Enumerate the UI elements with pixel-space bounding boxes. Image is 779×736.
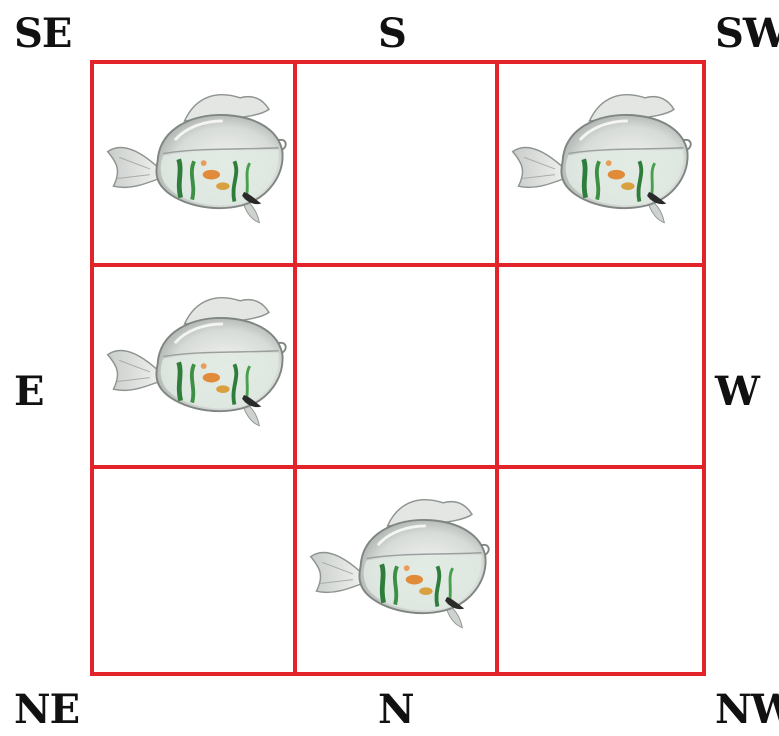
grid-cell-r2-c2 xyxy=(297,267,500,470)
position-grid xyxy=(90,60,706,676)
direction-label-se: SE xyxy=(14,14,71,54)
direction-label-w: W xyxy=(715,372,759,412)
grid-cell-r3-c3 xyxy=(499,469,702,672)
grid-cell-r3-c2 xyxy=(297,469,500,672)
grid-cell-r2-c1 xyxy=(94,267,297,470)
grid-cell-r1-c3 xyxy=(499,64,702,267)
direction-label-ne: NE xyxy=(14,690,79,730)
direction-label-e: E xyxy=(14,372,44,412)
direction-label-s: S xyxy=(378,14,406,54)
fish-bowl-icon xyxy=(100,82,292,227)
direction-label-n: N xyxy=(378,690,414,730)
direction-label-sw: SW xyxy=(715,14,779,54)
grid-cell-r2-c3 xyxy=(499,267,702,470)
grid-cell-r1-c2 xyxy=(297,64,500,267)
fish-bowl-icon xyxy=(303,487,495,632)
grid-cell-r1-c1 xyxy=(94,64,297,267)
fish-bowl-icon xyxy=(505,82,697,227)
fish-bowl-icon xyxy=(100,285,292,430)
direction-label-nw: NW xyxy=(715,690,779,730)
grid-cell-r3-c1 xyxy=(94,469,297,672)
